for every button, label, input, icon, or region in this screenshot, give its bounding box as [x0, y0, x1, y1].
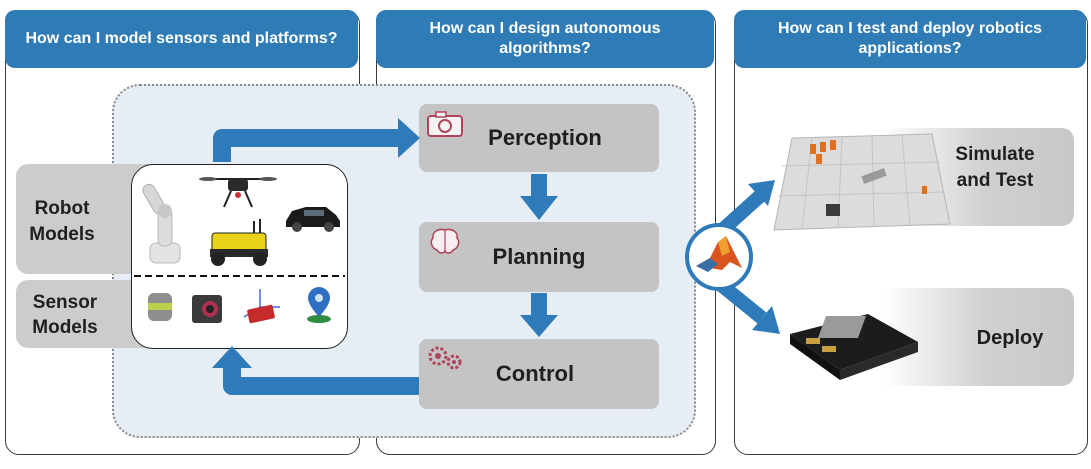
lidar-sensor-icon	[148, 293, 172, 321]
gps-sensor-icon	[307, 287, 331, 323]
simulation-scene-icon	[773, 133, 951, 231]
car-icon	[286, 207, 340, 232]
simulate-label: Simulate and Test	[955, 144, 1035, 191]
matlab-logo-icon[interactable]	[684, 222, 754, 292]
drone-icon	[199, 177, 277, 208]
camera-sensor-icon	[192, 295, 222, 323]
models-image-box	[131, 164, 348, 349]
brain-icon	[430, 228, 460, 254]
models-divider	[134, 275, 345, 277]
perception-label: Perception	[488, 125, 602, 150]
gears-icon	[428, 346, 462, 370]
planning-stage: Planning	[419, 222, 659, 292]
imu-sensor-icon	[243, 289, 280, 324]
model-panel-header: How can I model sensors and platforms?	[5, 10, 358, 68]
ground-robot-icon	[210, 219, 268, 266]
hardware-board-icon	[790, 314, 918, 380]
models-to-perception-arrow	[213, 129, 400, 162]
sensor-models-label: Sensor Models	[32, 292, 98, 338]
robot-arm-icon	[142, 183, 181, 264]
planning-to-control-arrow	[531, 293, 547, 317]
deploy-panel-header: How can I test and deploy robotics appli…	[734, 10, 1086, 68]
perception-to-planning-arrow	[531, 174, 547, 198]
control-stage: Control	[419, 339, 659, 409]
robot-models-label: Robot Models	[29, 198, 95, 245]
camera-icon	[427, 111, 463, 137]
design-panel-header: How can I design autonomous algorithms?	[376, 10, 714, 68]
control-to-models-arrow	[223, 366, 419, 395]
control-label: Control	[495, 361, 575, 386]
planning-label: Planning	[492, 244, 586, 269]
deploy-label: Deploy	[976, 327, 1044, 349]
